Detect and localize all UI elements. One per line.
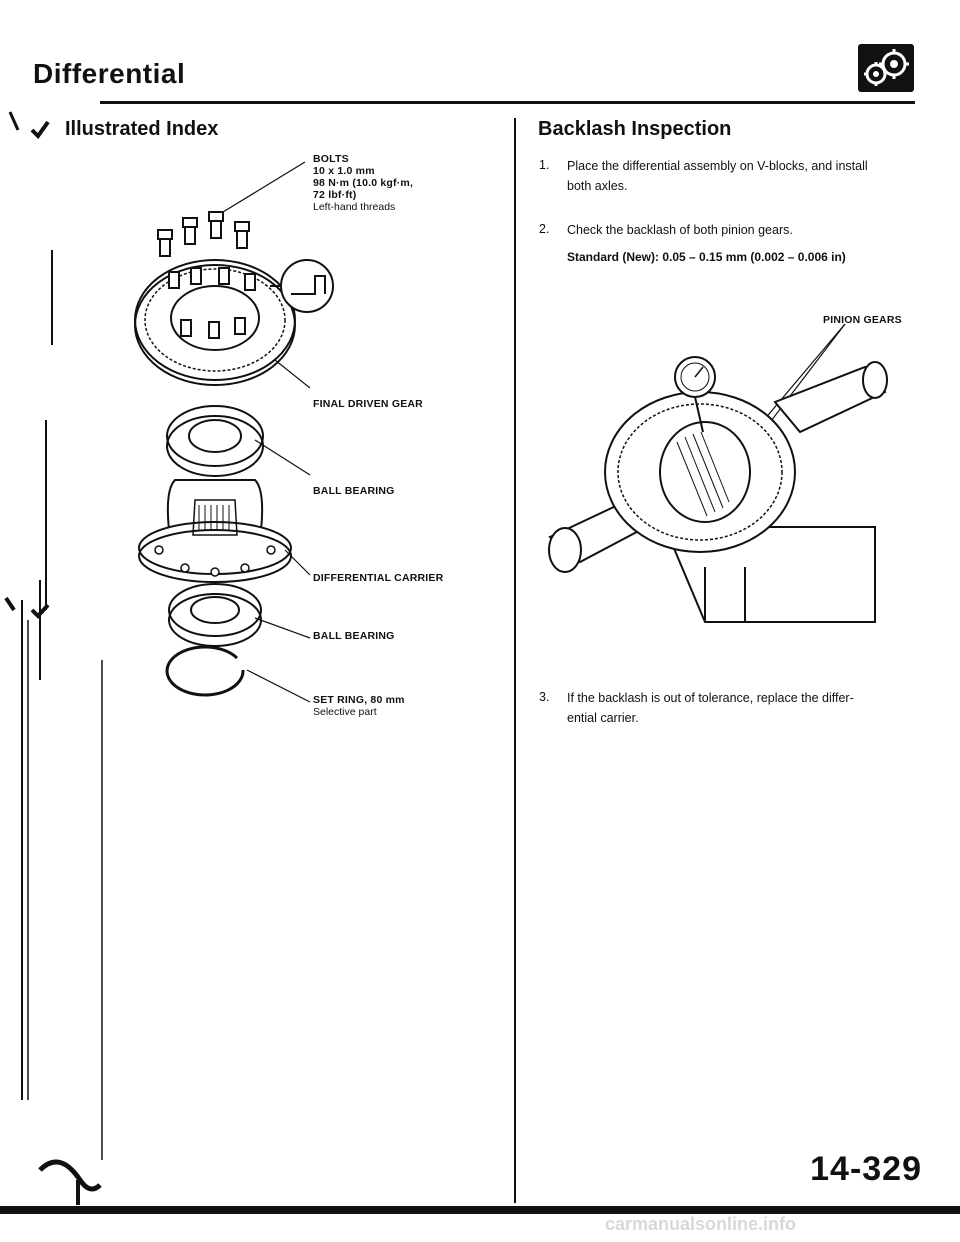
- backlash-inspection-heading: Backlash Inspection: [538, 118, 732, 140]
- header-rule: [100, 101, 915, 104]
- bolts-spec-line-3: 72 lbf·ft): [313, 189, 357, 201]
- page-number: 14-329: [810, 1150, 922, 1188]
- step-3-line-1: If the backlash is out of tolerance, rep…: [567, 691, 854, 705]
- bolts-spec-line-1: 10 x 1.0 mm: [313, 165, 375, 177]
- ball-bearing-bottom-label: BALL BEARING: [313, 630, 395, 642]
- footer-bar: [0, 1206, 960, 1214]
- step-2-line-1: Check the backlash of both pinion gears.: [567, 223, 793, 237]
- standard-spec: Standard (New): 0.05 – 0.15 mm (0.002 – …: [567, 250, 846, 264]
- ball-bearing-top-label: BALL BEARING: [313, 485, 395, 497]
- bolts-spec-line-4: Left-hand threads: [313, 201, 396, 213]
- bolts-label: BOLTS: [313, 153, 349, 165]
- backlash-inspection-illustration: [548, 323, 888, 623]
- pinion-gears-label: PINION GEARS: [823, 314, 902, 326]
- step-2-number: 2.: [539, 222, 550, 236]
- page-title: Differential: [33, 58, 186, 89]
- set-ring-label: SET RING, 80 mm: [313, 694, 405, 706]
- step-1-number: 1.: [539, 158, 550, 172]
- step-3-line-2: ential carrier.: [567, 711, 639, 725]
- exploded-differential-illustration: [134, 161, 334, 703]
- binding-marks: [4, 111, 103, 1205]
- step-1-line-2: both axles.: [567, 179, 628, 193]
- step-1-line-1: Place the differential assembly on V-blo…: [567, 159, 868, 173]
- set-ring-note: Selective part: [313, 706, 377, 718]
- differential-carrier-label: DIFFERENTIAL CARRIER: [313, 572, 444, 584]
- step-3-number: 3.: [539, 690, 550, 704]
- bolts-spec-line-2: 98 N·m (10.0 kgf·m,: [313, 177, 414, 189]
- watermark: carmanualsonline.info: [605, 1214, 797, 1234]
- gear-icon: [858, 44, 914, 92]
- column-divider: [514, 118, 516, 1203]
- illustrated-index-heading: Illustrated Index: [65, 118, 219, 140]
- final-driven-gear-label: FINAL DRIVEN GEAR: [313, 398, 423, 410]
